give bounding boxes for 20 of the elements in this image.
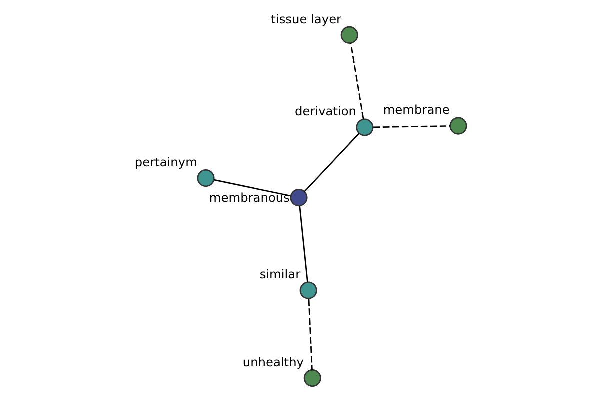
node-label: pertainym	[134, 155, 197, 170]
connector	[214, 179, 290, 197]
node-label: membranous	[208, 191, 290, 206]
node-circle	[299, 282, 317, 300]
connector	[304, 133, 360, 192]
node-label: derivation	[294, 104, 356, 119]
node-circle	[303, 370, 321, 388]
connector	[350, 43, 364, 120]
node-circle	[449, 117, 467, 135]
node-label: tissue layer	[270, 12, 342, 26]
node-circle	[290, 189, 308, 207]
connector	[298, 206, 308, 282]
connector	[373, 126, 450, 128]
node-circle	[196, 170, 214, 188]
connector	[308, 299, 312, 370]
node-label: membrane	[382, 103, 450, 118]
node-circle	[356, 118, 374, 136]
node-circle	[340, 26, 358, 44]
node-label: unhealthy	[242, 355, 304, 370]
node-label: similar	[259, 268, 300, 282]
